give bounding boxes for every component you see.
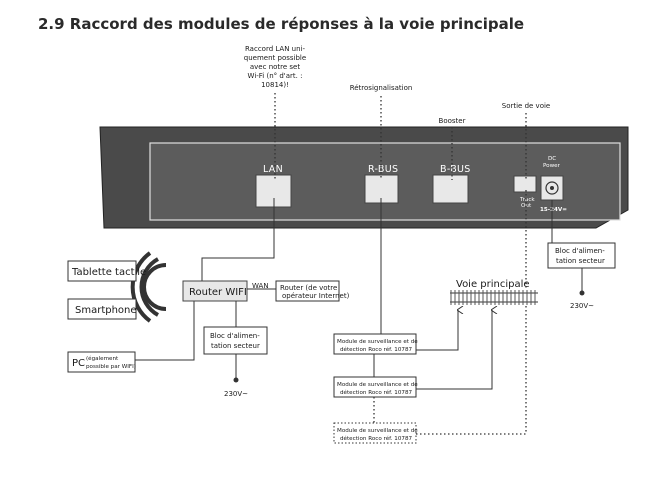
booster-annotation: Booster (439, 117, 466, 125)
track-out-port (513, 175, 537, 193)
lan-note-2: quement possible (244, 54, 306, 62)
module-2-box (333, 376, 417, 398)
router-wifi-box (182, 280, 248, 302)
dc-jack-icon (545, 181, 559, 195)
smartphone-box (67, 298, 137, 320)
module-1-box (333, 333, 417, 355)
pc-box (67, 351, 136, 373)
page-title: 2.9 Raccord des modules de réponses à la… (38, 15, 524, 33)
wifi-icon (130, 251, 167, 323)
track-out-label-1: Track (519, 197, 535, 203)
dc-label-2: Power (543, 163, 561, 169)
tablet-box (67, 260, 137, 282)
voltage-label: 15-24V= (540, 207, 567, 213)
pc-note-2: possible par WIFI) (86, 364, 136, 370)
isp-router-box (275, 280, 340, 302)
smartphone-label: Smartphone (75, 305, 137, 316)
wan-label: WAN (252, 282, 269, 290)
module-2-label-1: Module de surveillance et de (337, 382, 418, 388)
lan-note-5: 10814)! (261, 81, 289, 89)
isp-router-label-2: opérateur Internet) (282, 292, 350, 300)
lan-note-3: avec notre set (250, 63, 300, 71)
main-psu-label-1: Bloc d'alimen- (555, 247, 605, 255)
router-psu-label-1: Bloc d'alimen- (210, 332, 260, 340)
router-wifi-label: Router WIFI (189, 287, 247, 298)
dc-label-1: DC (548, 156, 556, 162)
bbus-port-label: B-BUS (440, 164, 471, 175)
tablet-label: Tablette tactile (71, 267, 146, 278)
pc-note-1: (également (86, 355, 119, 362)
pc-label: PC (72, 358, 85, 369)
retrosignal-annotation: Rétrosignalisation (350, 84, 413, 92)
module-1-label-1: Module de surveillance et de (337, 339, 418, 345)
router-voltage: 230V~ (224, 390, 248, 398)
module-2-label-2: détection Roco réf. 10787 (340, 389, 413, 396)
module-3-label-1: Module de surveillance et de (337, 428, 418, 434)
bbus-port (432, 174, 469, 204)
track-icon (450, 290, 538, 305)
isp-router-label-1: Router (de votre (280, 284, 337, 292)
lan-note-1: Raccord LAN uni- (245, 45, 306, 53)
main-psu-label-2: tation secteur (556, 257, 605, 265)
router-psu-box (203, 326, 268, 355)
main-voltage: 230V~ (570, 302, 594, 310)
track-label: Voie principale (456, 279, 530, 290)
main-psu-box (547, 242, 616, 269)
rbus-port-label: R-BUS (368, 164, 398, 175)
sortie-annotation: Sortie de voie (502, 102, 550, 110)
module-1-label-2: détection Roco réf. 10787 (340, 346, 413, 353)
lan-note-4: Wi-Fi (n° d'art. : (248, 72, 303, 80)
module-3-box (333, 422, 417, 444)
lan-port-label: LAN (263, 164, 283, 175)
module-3-label-2: détection Roco réf. 10787 (340, 435, 413, 442)
router-psu-label-2: tation secteur (211, 342, 260, 350)
